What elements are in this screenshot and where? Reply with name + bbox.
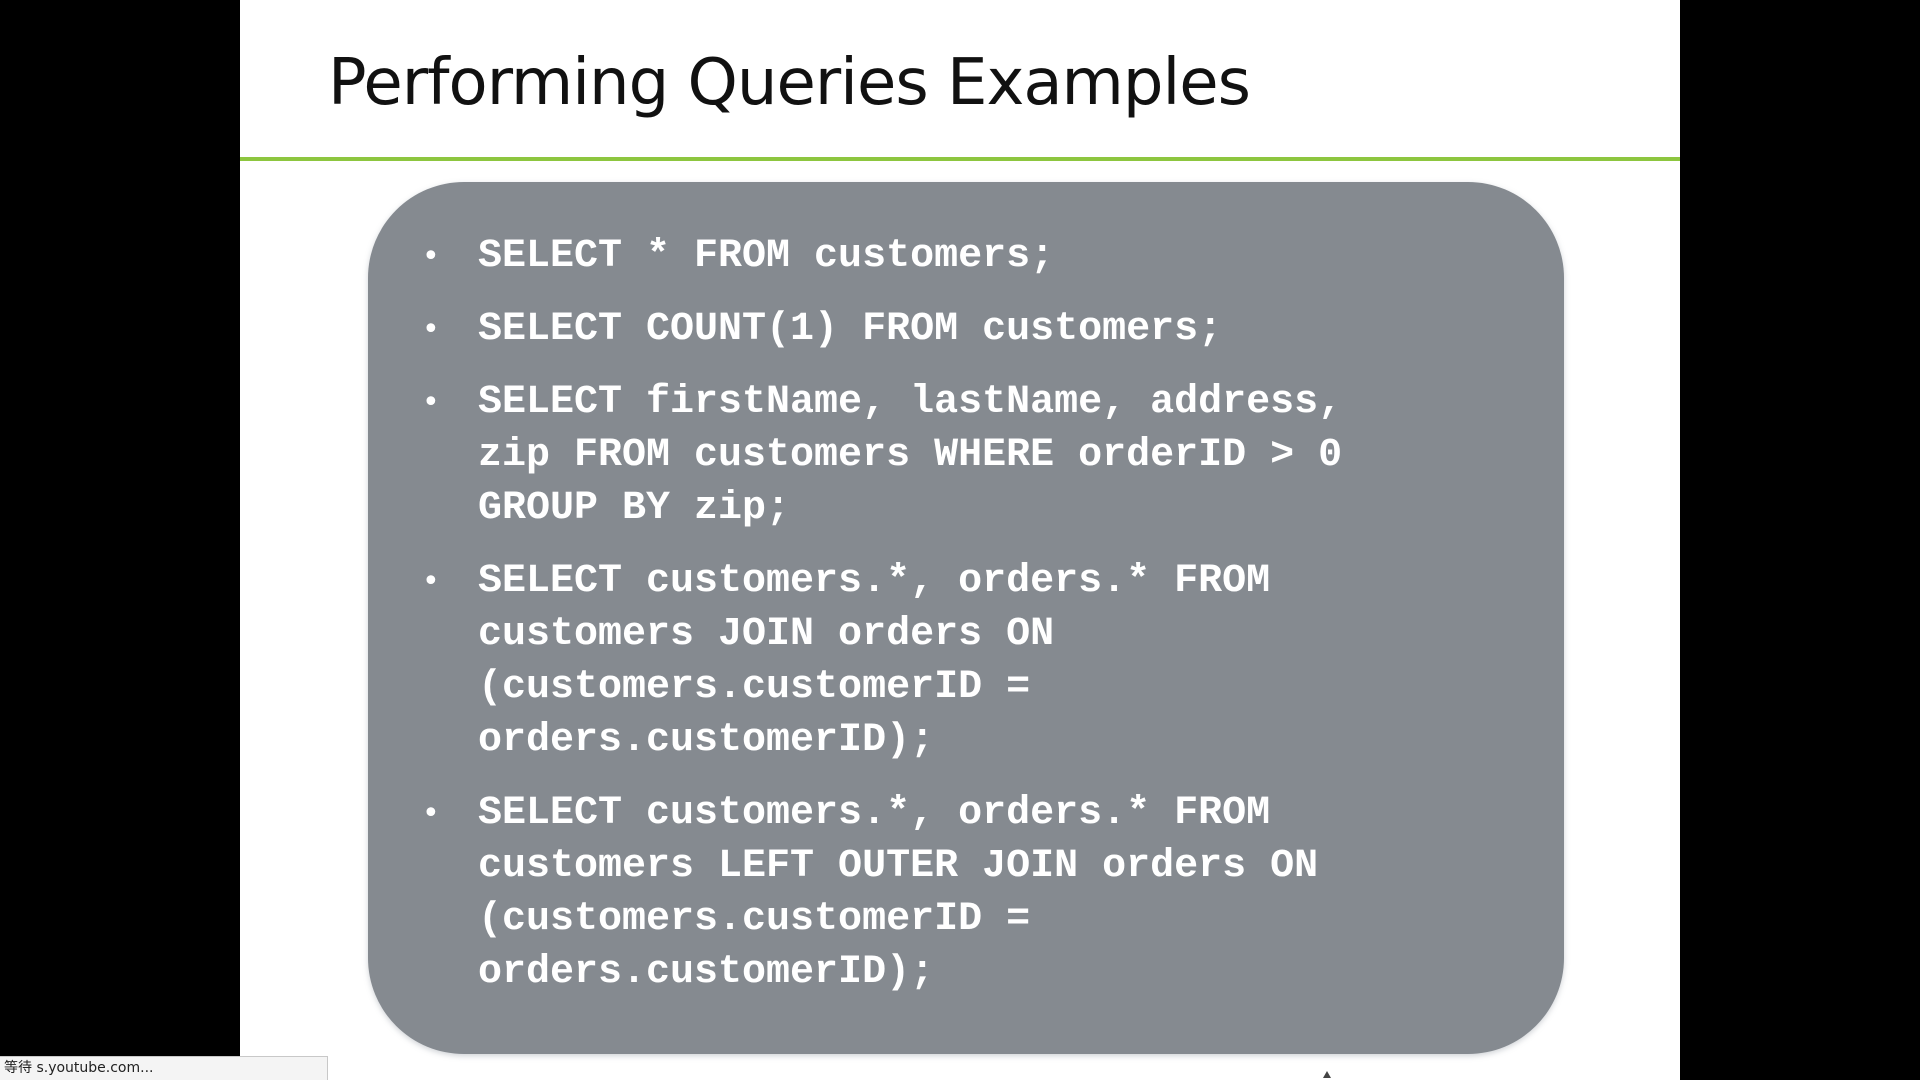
query-text: SELECT customers.*, orders.* FROM custom… [478, 791, 1319, 995]
bullet-icon: • [422, 312, 440, 347]
code-panel: • SELECT * FROM customers; • SELECT COUN… [368, 182, 1564, 1054]
browser-status-bar: 等待 s.youtube.com... [0, 1056, 328, 1080]
bullet-icon: • [422, 385, 440, 420]
query-text: SELECT * FROM customers; [478, 234, 1055, 279]
query-text: SELECT customers.*, orders.* FROM custom… [478, 559, 1271, 763]
list-item: • SELECT firstName, lastName, address, z… [368, 376, 1564, 535]
list-item: • SELECT * FROM customers; [368, 230, 1564, 283]
bullet-icon: • [422, 564, 440, 599]
bullet-icon: • [422, 239, 440, 274]
slide-title: Performing Queries Examples [328, 46, 1251, 120]
bullet-icon: • [422, 796, 440, 831]
title-divider [240, 157, 1680, 161]
list-item: • SELECT COUNT(1) FROM customers; [368, 303, 1564, 356]
query-text: SELECT COUNT(1) FROM customers; [478, 307, 1223, 352]
query-text: SELECT firstName, lastName, address, zip… [478, 380, 1343, 531]
mouse-cursor-icon [1323, 1071, 1331, 1078]
list-item: • SELECT customers.*, orders.* FROM cust… [368, 787, 1564, 999]
list-item: • SELECT customers.*, orders.* FROM cust… [368, 555, 1564, 767]
query-list: • SELECT * FROM customers; • SELECT COUN… [368, 230, 1564, 1019]
presentation-slide: Performing Queries Examples • SELECT * F… [240, 0, 1680, 1080]
